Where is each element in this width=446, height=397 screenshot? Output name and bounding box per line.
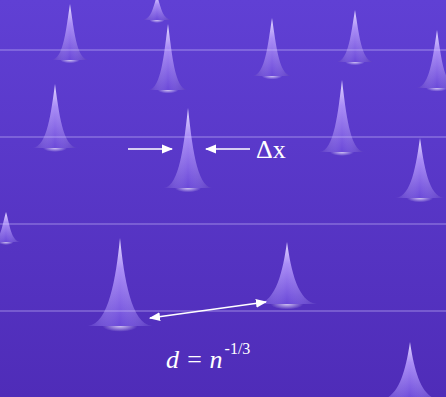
wave-packet bbox=[380, 342, 440, 397]
width-arrow bbox=[206, 148, 250, 150]
wave-packet bbox=[396, 138, 444, 198]
packet-shade bbox=[417, 30, 446, 88]
wave-packet bbox=[320, 80, 364, 152]
wave-packet bbox=[337, 10, 373, 62]
grid-lines bbox=[0, 50, 446, 311]
wave-packet bbox=[253, 18, 291, 76]
packet-shade bbox=[149, 24, 187, 90]
wave-packet bbox=[149, 24, 187, 90]
packet-shade bbox=[164, 108, 212, 188]
packet-shade bbox=[0, 212, 20, 242]
spacing-arrow bbox=[150, 302, 266, 318]
packet-shade bbox=[337, 10, 373, 62]
wave-packet bbox=[52, 4, 88, 60]
packet-shade bbox=[52, 4, 88, 60]
wave-packet bbox=[257, 242, 317, 304]
width-arrow bbox=[128, 148, 172, 150]
wave-packet bbox=[417, 30, 446, 88]
spacing-label: d = n bbox=[166, 347, 223, 373]
packet-shade bbox=[396, 138, 444, 198]
wave-packet bbox=[164, 108, 212, 188]
packet-shade bbox=[33, 84, 77, 148]
wave-packet bbox=[0, 212, 20, 242]
width-label: Δx bbox=[256, 137, 286, 163]
wave-packet bbox=[88, 238, 152, 326]
packet-shade bbox=[380, 342, 440, 397]
wave-packet bbox=[143, 0, 171, 20]
exponent-label: -1/3 bbox=[225, 341, 251, 357]
packet-shade bbox=[257, 242, 317, 304]
wave-packet bbox=[33, 84, 77, 148]
packet-shade bbox=[320, 80, 364, 152]
packet-shade bbox=[253, 18, 291, 76]
packet-shade bbox=[143, 0, 171, 20]
packet-shade bbox=[88, 238, 152, 326]
